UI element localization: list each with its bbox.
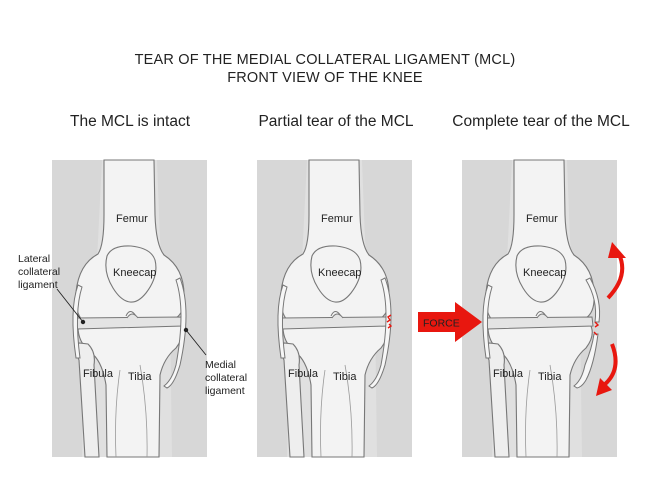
knee-partial-tear xyxy=(256,159,413,458)
diagram-title-line1: TEAR OF THE MEDIAL COLLATERAL LIGAMENT (… xyxy=(134,52,516,68)
partial-tear-mark xyxy=(386,314,393,329)
force-label: FORCE xyxy=(423,318,460,330)
femur-label: Femur xyxy=(116,213,148,225)
downward-arrow-head xyxy=(596,378,612,396)
knee-complete-tear xyxy=(461,159,618,458)
panel-title-complete: Complete tear of the MCL xyxy=(452,113,630,130)
lateral-leader-dot xyxy=(80,319,86,325)
knee-intact xyxy=(51,159,208,458)
panel-title-intact: The MCL is intact xyxy=(69,113,191,130)
medial-leader-dot xyxy=(183,327,189,333)
kneecap-label: Kneecap xyxy=(318,267,361,279)
medial-collateral-callout: Medial collateral ligament xyxy=(205,359,250,397)
tibia-label: Tibia xyxy=(128,371,152,383)
upward-arrow-head xyxy=(608,242,626,258)
tibia-label: Tibia xyxy=(333,371,357,383)
fibula-label: Fibula xyxy=(83,368,114,380)
femur-label: Femur xyxy=(526,213,558,225)
kneecap-label: Kneecap xyxy=(113,267,156,279)
medial-leader-line xyxy=(185,329,207,356)
fibula-label: Fibula xyxy=(288,368,319,380)
diagram-title-line2: FRONT VIEW OF THE KNEE xyxy=(227,70,423,86)
femur-label: Femur xyxy=(321,213,353,225)
fibula-label: Fibula xyxy=(493,368,524,380)
panel-title-partial: Partial tear of the MCL xyxy=(258,113,414,130)
tibia-label: Tibia xyxy=(538,371,562,383)
complete-tear-mark xyxy=(593,321,600,336)
downward-curved-arrow xyxy=(602,343,618,387)
force-arrow xyxy=(418,302,482,342)
medial-collateral-ligament-lower xyxy=(573,333,599,389)
medial-collateral-ligament xyxy=(368,277,392,389)
lateral-leader-line xyxy=(56,288,84,323)
lateral-collateral-callout: Lateral collateral ligament xyxy=(18,253,63,291)
kneecap-label: Kneecap xyxy=(523,267,566,279)
